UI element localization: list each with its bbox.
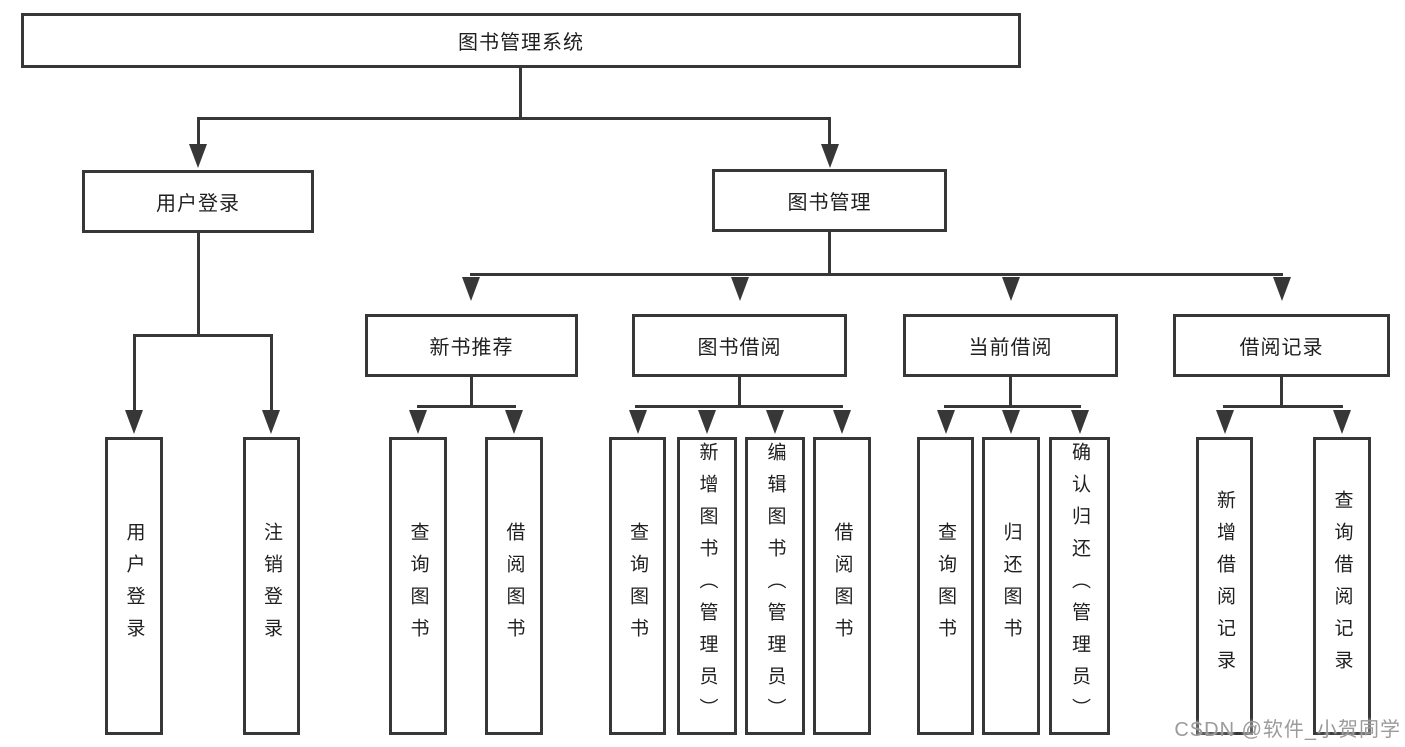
leaf-borrow-query-book: 查询图书 bbox=[609, 437, 666, 735]
arrowhead-to-borrow-records bbox=[1273, 277, 1291, 301]
connector-top-bus bbox=[197, 117, 831, 120]
node-user-login: 用户登录 bbox=[82, 170, 314, 233]
connector-management-bus bbox=[470, 273, 1283, 276]
connector-stem-leaf-logout bbox=[270, 334, 273, 410]
node-current-borrow: 当前借阅 bbox=[903, 314, 1118, 377]
arrowhead-to-user-login bbox=[189, 144, 207, 168]
connector-current-drop bbox=[1009, 377, 1012, 408]
node-root-system: 图书管理系统 bbox=[21, 13, 1021, 68]
leaf-current-query-book: 查询图书 bbox=[917, 437, 974, 735]
leaf-recommend-borrow-book: 借阅图书 bbox=[485, 437, 543, 735]
connector-current-bus bbox=[944, 405, 1081, 408]
connector-login-drop bbox=[197, 232, 200, 336]
leaf-user-login: 用户登录 bbox=[105, 437, 163, 735]
connector-borrow-drop bbox=[738, 377, 741, 408]
node-book-borrow: 图书借阅 bbox=[632, 314, 847, 377]
node-new-book-recommend: 新书推荐 bbox=[365, 314, 578, 377]
connector-stem-leaf-user-login bbox=[133, 334, 136, 410]
leaf-borrow-edit-book-admin: 编辑图书（管理员） bbox=[745, 437, 805, 735]
arrowhead-to-recommend-query bbox=[409, 410, 427, 434]
arrowhead-to-records-add bbox=[1216, 410, 1234, 434]
connector-stem-user-login bbox=[197, 117, 200, 147]
arrowhead-to-recommend-borrow bbox=[505, 410, 523, 434]
leaf-logout: 注销登录 bbox=[243, 437, 300, 735]
connector-root-drop bbox=[519, 67, 522, 119]
arrowhead-to-borrow-edit bbox=[766, 410, 784, 434]
connector-records-bus bbox=[1223, 405, 1343, 408]
connector-stem-book-management bbox=[828, 117, 831, 147]
arrowhead-to-current-confirm bbox=[1071, 410, 1089, 434]
leaf-current-confirm-return-admin: 确认归还（管理员） bbox=[1049, 437, 1110, 735]
connector-borrow-bus bbox=[635, 405, 843, 408]
leaf-recommend-query-book: 查询图书 bbox=[389, 437, 447, 735]
arrowhead-to-book-management bbox=[821, 144, 839, 168]
connector-management-drop bbox=[828, 231, 831, 276]
arrowhead-to-borrow-query bbox=[629, 410, 647, 434]
leaf-records-query-record: 查询借阅记录 bbox=[1313, 437, 1371, 735]
node-book-management: 图书管理 bbox=[712, 169, 947, 232]
arrowhead-to-current-query bbox=[937, 410, 955, 434]
arrowhead-to-borrow-add bbox=[698, 410, 716, 434]
node-borrow-records: 借阅记录 bbox=[1173, 314, 1390, 377]
arrowhead-to-new-book-recommend bbox=[462, 277, 480, 301]
connector-recommend-drop bbox=[470, 377, 473, 408]
leaf-borrow-borrow-book: 借阅图书 bbox=[813, 437, 871, 735]
csdn-watermark: CSDN @软件_小贺同学 bbox=[1174, 719, 1401, 741]
connector-records-drop bbox=[1280, 377, 1283, 408]
arrowhead-to-current-return bbox=[1002, 410, 1020, 434]
arrowhead-to-borrow-borrow bbox=[833, 410, 851, 434]
arrowhead-to-leaf-logout bbox=[262, 410, 280, 434]
leaf-records-add-record: 新增借阅记录 bbox=[1196, 437, 1253, 735]
leaf-borrow-add-book-admin: 新增图书（管理员） bbox=[677, 437, 737, 735]
leaf-current-return-book: 归还图书 bbox=[982, 437, 1040, 735]
arrowhead-to-book-borrow bbox=[731, 277, 749, 301]
connector-login-bus bbox=[133, 334, 273, 337]
arrowhead-to-leaf-user-login bbox=[125, 410, 143, 434]
connector-recommend-bus bbox=[417, 405, 516, 408]
arrowhead-to-records-query bbox=[1333, 410, 1351, 434]
arrowhead-to-current-borrow bbox=[1002, 277, 1020, 301]
